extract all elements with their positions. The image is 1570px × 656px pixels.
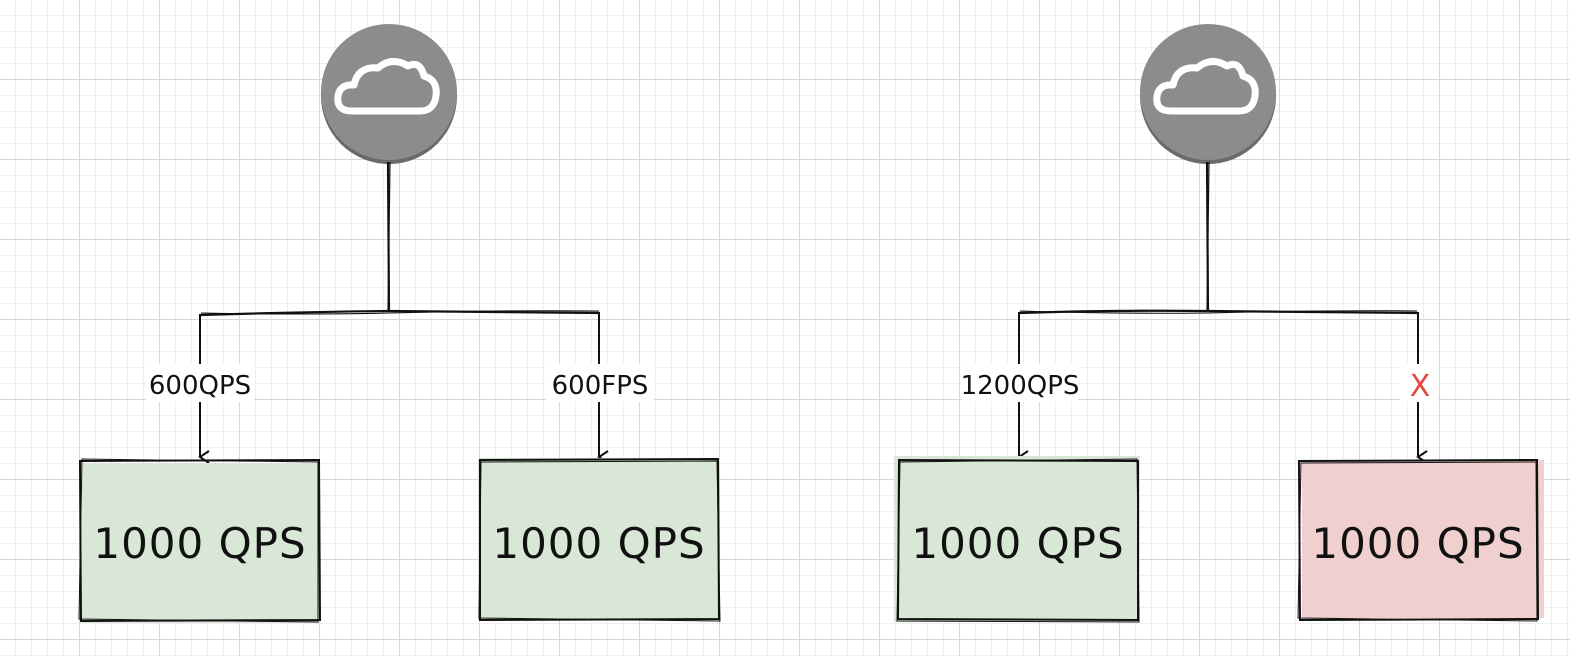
connector-trunk: [386, 161, 391, 313]
edge-label-left: 600QPS: [149, 371, 251, 401]
edge-left: 1200QPS: [961, 312, 1080, 464]
edge-right: X: [1400, 312, 1438, 464]
edge-label-left: 1200QPS: [961, 371, 1080, 401]
cloud-node: [321, 24, 457, 164]
server-box-label: 1000 QPS: [93, 519, 306, 568]
server-box-label: 1000 QPS: [492, 519, 705, 568]
cloud-icon: [1153, 58, 1259, 115]
cloud-node: [1140, 24, 1276, 164]
scenario-2: 1200QPS X 1000 QPS 1000 QPS: [894, 24, 1544, 623]
scenario-1: 600QPS 600FPS 1000 QPS 1000 QPS: [78, 24, 721, 623]
server-box-4: 1000 QPS: [1297, 458, 1544, 622]
edge-left: 600QPS: [146, 314, 254, 464]
edge-label-blocked: X: [1410, 369, 1431, 404]
server-box-3: 1000 QPS: [894, 456, 1140, 623]
connector-bus: [1018, 309, 1419, 315]
server-box-1: 1000 QPS: [78, 458, 322, 623]
server-box-2: 1000 QPS: [478, 457, 721, 622]
server-box-label: 1000 QPS: [911, 519, 1124, 568]
cloud-icon: [334, 58, 440, 115]
edge-right: 600FPS: [546, 312, 654, 464]
connector-trunk: [1205, 161, 1210, 313]
connector-bus: [199, 309, 601, 317]
server-box-label: 1000 QPS: [1311, 519, 1524, 568]
edge-label-right: 600FPS: [552, 371, 649, 401]
